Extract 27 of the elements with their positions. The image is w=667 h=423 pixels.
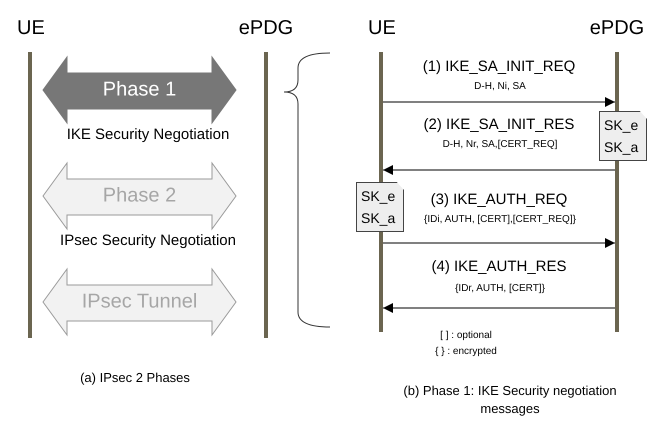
double-arrow bbox=[42, 267, 237, 337]
notation-note: { } : encrypted bbox=[435, 346, 497, 357]
message-label: (3) IKE_AUTH_REQ bbox=[430, 191, 568, 208]
key-note: SK_e SK_a bbox=[356, 182, 404, 232]
phase-description: IKE Security Negotiation bbox=[66, 126, 230, 143]
message-arrow bbox=[382, 303, 616, 313]
arrow-label: Phase 1 bbox=[102, 78, 176, 102]
figure-caption: (a) IPsec 2 Phases bbox=[80, 370, 190, 385]
message-label: (2) IKE_SA_INIT_RES bbox=[424, 116, 574, 133]
message-parameters: D-H, Nr, SA,[CERT_REQ] bbox=[442, 139, 558, 150]
message-arrow bbox=[382, 97, 616, 107]
message-parameters: {IDr, AUTH, [CERT]} bbox=[455, 283, 545, 294]
arrow-label: Phase 2 bbox=[102, 184, 176, 208]
lifeline: ePDG bbox=[236, 16, 296, 338]
message-parameters: {IDi, AUTH, [CERT],[CERT_REQ]} bbox=[424, 214, 576, 225]
phase-description: IPsec Security Negotiation bbox=[60, 232, 236, 249]
notation-note: [ ] : optional bbox=[440, 330, 492, 341]
lifeline: UE bbox=[17, 16, 43, 338]
message-arrow bbox=[382, 238, 616, 248]
arrow-label: IPsec Tunnel bbox=[82, 290, 198, 314]
key-note: SK_e SK_a bbox=[599, 111, 647, 161]
double-arrow bbox=[42, 161, 237, 231]
message-label: (1) IKE_SA_INIT_REQ bbox=[422, 58, 576, 75]
message-parameters: D-H, Ni, SA bbox=[474, 81, 526, 92]
message-label: (4) IKE_AUTH_RES bbox=[431, 258, 567, 275]
message-arrow bbox=[382, 165, 616, 175]
double-arrow bbox=[42, 55, 237, 125]
